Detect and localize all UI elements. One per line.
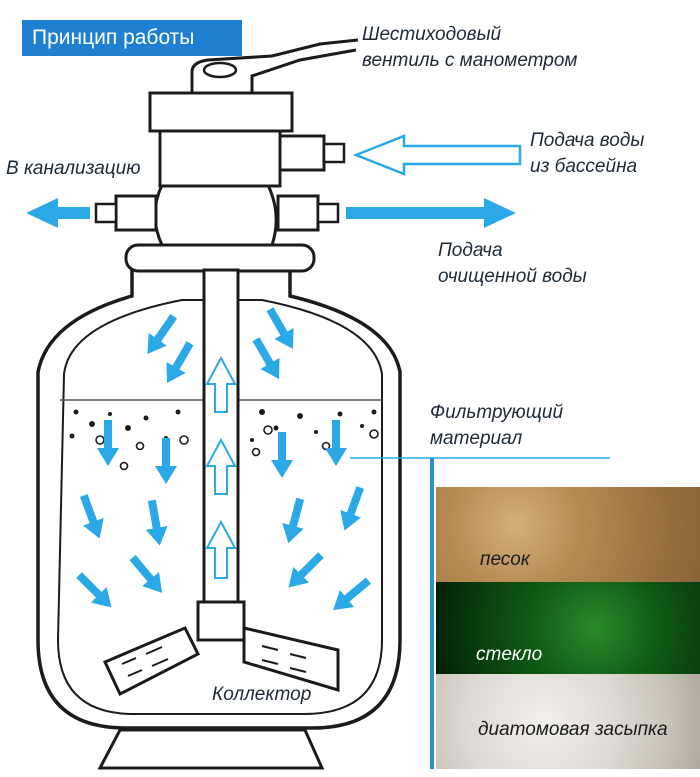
collector-slots [121, 645, 307, 677]
diatomite-label: диатомовая засыпка [478, 719, 668, 740]
filter-media-label-line1: Фильтрующий [430, 402, 564, 423]
diatomite-swatch [436, 674, 700, 769]
pressure-gauge [202, 61, 238, 79]
drain-label: В канализацию [6, 158, 141, 179]
bubble-icon [69, 409, 377, 442]
glass-swatch [436, 582, 700, 674]
inlet-label-line2: из бассейна [530, 156, 638, 177]
tank-base [97, 728, 325, 770]
outlet-port [276, 194, 320, 232]
page-title: Принцип работы [32, 26, 195, 49]
valve-handle-grip [250, 48, 357, 93]
inlet-port [278, 134, 326, 172]
glass-label: стекло [476, 644, 543, 665]
outlet-label-line1: Подача [438, 240, 503, 261]
drain-port [114, 194, 158, 232]
collector-label: Коллектор [212, 684, 312, 705]
valve-cap [148, 91, 294, 133]
valve-body-upper [158, 128, 282, 188]
valve-handle [190, 38, 359, 93]
outlet-port-nozzle [316, 202, 340, 224]
collector-arm-right [242, 626, 340, 693]
hollow-arrow-icon [352, 134, 522, 176]
valve-label-line1: Шестиходовый [362, 24, 502, 45]
arrow-icon [346, 198, 516, 228]
tank-rim [124, 243, 316, 273]
arrow-icon [26, 198, 90, 228]
sand-label: песок [480, 549, 530, 570]
title-banner [22, 20, 242, 56]
valve-body-lower [153, 183, 278, 247]
inlet-port-nozzle [322, 142, 346, 164]
collector-hub [196, 600, 246, 642]
collector-arm-left [102, 626, 201, 697]
outlet-label-line2: очищенной воды [438, 266, 587, 287]
filter-media-label-line2: материал [430, 428, 523, 449]
hollow-arrow-icon [205, 355, 237, 579]
drain-port-nozzle [94, 202, 118, 224]
inlet-label-line1: Подача воды [530, 130, 645, 151]
sand-swatch [436, 487, 700, 582]
valve-label-line2: вентиль с манометром [362, 50, 578, 71]
